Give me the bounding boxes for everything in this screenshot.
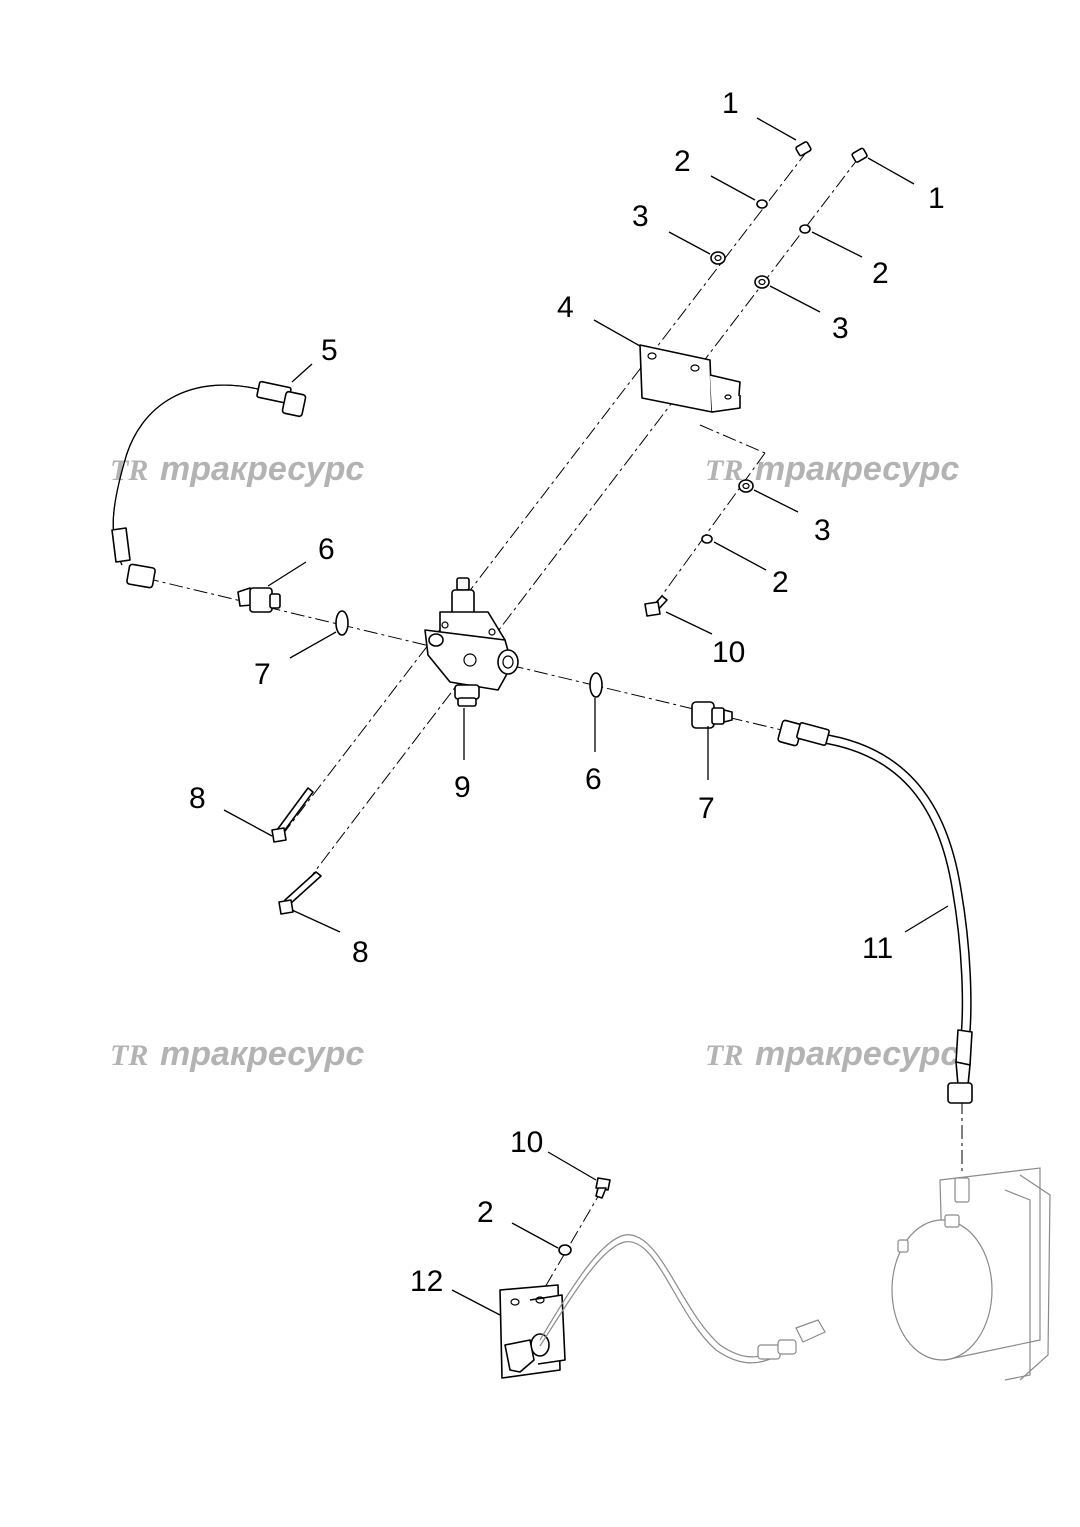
callout-lock-washer-1: 2 [674, 145, 691, 178]
leader-lines [223, 117, 949, 1316]
callout-screw-upper: 10 [712, 636, 745, 669]
screw-lower [595, 1177, 611, 1199]
callout-nut-right: 1 [928, 182, 945, 215]
callout-lower-bracket: 12 [410, 1265, 443, 1298]
watermark-bottom-left: TR тракресурс [110, 1035, 364, 1073]
callout-flat-washer-3: 3 [814, 514, 831, 547]
callout-screw-lower: 10 [510, 1126, 543, 1159]
fitting-right [691, 701, 733, 729]
watermark-text: тракресурс [160, 1035, 364, 1073]
watermark-bottom-right: TR тракресурс [705, 1035, 959, 1073]
callout-flat-washer-1: 3 [632, 200, 649, 233]
watermark-logo: TR [705, 454, 743, 487]
axis-bolt-right [286, 155, 861, 909]
callout-o-ring-right: 7 [698, 792, 715, 825]
callout-hose-upper-left: 5 [321, 334, 338, 367]
axis-bolt-left [279, 149, 809, 839]
bolt-upper [271, 787, 314, 843]
bolt-lower [278, 871, 322, 915]
callout-bolt-upper: 8 [189, 782, 206, 815]
watermark-top-right: TR тракресурс [705, 450, 959, 488]
callout-nut-left: 1 [722, 87, 739, 120]
o-rings [335, 610, 603, 698]
lower-bracket [499, 1284, 566, 1379]
watermark-text: тракресурс [160, 450, 364, 488]
callout-flat-washer-2: 3 [832, 312, 849, 345]
screw-upper [644, 595, 668, 617]
axis-bracket-screw-a [699, 424, 766, 454]
callout-lock-washer-4: 2 [477, 1196, 494, 1229]
sensor-cable [539, 1234, 826, 1364]
nut-left [795, 141, 812, 157]
callout-lock-washer-2: 2 [872, 257, 889, 290]
callout-bolt-lower: 8 [352, 936, 369, 969]
axis-bracket-screw-b [654, 452, 766, 606]
fitting-left [237, 587, 281, 613]
watermark-logo: TR [705, 1039, 743, 1072]
watermark-logo: TR [110, 454, 148, 487]
flat-washers [710, 251, 770, 493]
pressure-valve [424, 577, 519, 707]
hose-lower-right [777, 719, 973, 1104]
callout-numbers: 1 1 2 2 2 2 3 3 3 4 5 6 6 7 7 8 8 9 10 1… [189, 87, 945, 1298]
watermark-text: тракресурс [755, 1035, 959, 1073]
callout-fitting-left: 6 [318, 533, 335, 566]
callout-fitting-right: 6 [585, 763, 602, 796]
callout-hose-lower-right: 11 [862, 932, 893, 965]
callout-mounting-bracket: 4 [557, 291, 574, 324]
lock-washers [558, 199, 811, 1256]
watermark-top-left: TR тракресурс [110, 450, 364, 488]
callout-pressure-valve: 9 [454, 771, 471, 804]
watermark-logo: TR [110, 1039, 148, 1072]
air-receiver [891, 1167, 1051, 1381]
nut-right [851, 147, 868, 163]
callout-lock-washer-3: 2 [772, 566, 789, 599]
mounting-bracket [639, 344, 741, 413]
callout-o-ring-left: 7 [254, 658, 271, 691]
hose-upper-left [111, 380, 307, 589]
watermark-text: тракресурс [755, 450, 959, 488]
